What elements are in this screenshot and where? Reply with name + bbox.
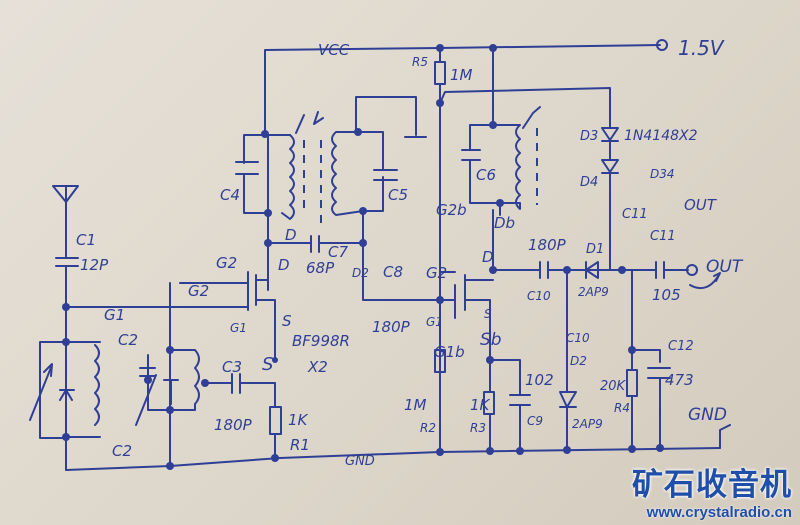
label-d2: D2 [570, 354, 587, 368]
label-g2-right: G2 [426, 264, 447, 282]
label-g2b: G2b [436, 201, 467, 219]
label-out-top: OUT [684, 196, 718, 214]
label-r3: R3 [470, 421, 486, 435]
label-c1-value: 12P [80, 256, 109, 274]
watermark: 矿石收音机 www.crystalradio.cn [632, 459, 792, 521]
label-vcc: VCC [318, 41, 350, 59]
label-db: Db [494, 214, 515, 232]
label-drain-top: D [285, 226, 297, 244]
label-r4-value: 20K [600, 379, 627, 394]
label-bf998r: BF998R [292, 332, 350, 350]
label-c8-value: 180P [372, 318, 411, 336]
junction-dots [62, 44, 664, 470]
label-s-left: S [282, 312, 292, 330]
label-g2-left-wire: G2 [188, 282, 209, 300]
label-d3: D3 [580, 129, 598, 144]
label-drain-right: D [482, 248, 494, 266]
label-d4: D4 [580, 175, 598, 190]
label-r5: R5 [412, 55, 428, 69]
label-out: OUT [706, 257, 744, 277]
label-c4: C4 [220, 186, 240, 204]
label-g2-left: G2 [216, 254, 237, 272]
label-c12: C12 [668, 339, 694, 354]
watermark-url: www.crystalradio.cn [646, 504, 792, 521]
label-c2-bottom: C2 [112, 442, 132, 460]
label-c10-value: 180P [528, 236, 567, 254]
label-c3-value: 180P [214, 416, 253, 434]
label-r2-value: 1M [404, 396, 427, 414]
label-supply-voltage: 1.5V [678, 36, 725, 60]
label-c8: C8 [383, 263, 403, 281]
wires [29, 39, 731, 471]
label-d2-value: 2AP9 [572, 417, 603, 431]
label-c7-value: 68P [306, 259, 335, 277]
label-c6: C6 [476, 166, 496, 184]
label-c1: C1 [76, 231, 96, 249]
label-c12-value: 473 [665, 371, 694, 389]
label-d34-value: 1N4148X2 [624, 128, 698, 144]
label-s-right: S [484, 307, 492, 321]
label-gnd-left: GND [345, 454, 375, 469]
label-c9: C9 [527, 414, 543, 428]
label-g1-wire: G1 [104, 306, 125, 324]
label-c2-top: C2 [118, 331, 138, 349]
labels: VCC 1.5V R5 1M C4 C5 C6 C1 12P C7 68P C8… [76, 36, 744, 469]
label-d2-pin: D2 [352, 266, 369, 280]
label-c5: C5 [388, 186, 408, 204]
label-s-left-2: S [262, 354, 273, 375]
label-sb: Sb [480, 330, 502, 350]
label-r4: R4 [614, 401, 630, 415]
watermark-title: 矿石收音机 [632, 467, 792, 503]
label-r2: R2 [420, 421, 436, 435]
label-drain-left-fet: D [278, 256, 290, 274]
label-g1-right: G1 [426, 315, 443, 329]
label-c3: C3 [222, 358, 242, 376]
label-d1-value: 2AP9 [578, 285, 609, 299]
label-c7: C7 [328, 243, 348, 261]
label-d34: D34 [650, 167, 675, 181]
label-r3-value: 1K [470, 396, 491, 414]
label-d1: D1 [586, 242, 604, 257]
label-c10b: C10 [566, 331, 590, 345]
label-r1-value: 1K [288, 411, 309, 429]
label-gnd-right: GND [688, 405, 727, 425]
label-c11-value: 105 [652, 286, 681, 304]
label-c11: C11 [622, 207, 648, 222]
label-g1b: G1b [434, 343, 465, 361]
label-r1: R1 [290, 436, 310, 454]
label-g1-left: G1 [230, 321, 247, 335]
label-r5-value: 1M [450, 66, 473, 84]
label-x2: X2 [307, 358, 328, 376]
label-c10: C10 [527, 289, 551, 303]
label-c9-value: 102 [525, 371, 554, 389]
label-c11b: C11 [650, 229, 676, 244]
